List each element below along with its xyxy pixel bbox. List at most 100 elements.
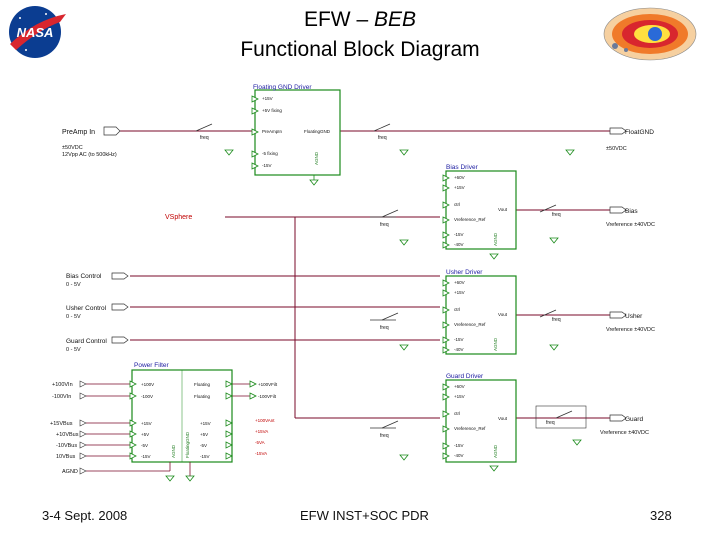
title-italic: BEB [373, 8, 417, 31]
gd-pin-15v: +15V [454, 394, 465, 399]
usher-driver: Usher Driver +60V +15V ctrl Vreference_R… [442, 269, 517, 355]
freq-switches: freq freq freq freq freq freq freq freq [195, 123, 587, 461]
bd-pin-ctrl: ctrl [454, 202, 460, 207]
guard-driver: Guard Driver +60V +15V ctrl Vreference_R… [442, 373, 517, 472]
gd-pin-out: Vout [498, 416, 508, 421]
freq-3: freq [380, 222, 389, 228]
usher-out-label: Usher [625, 313, 643, 320]
bias-driver: Bias Driver +60V +15V ctrl Vreference_Re… [442, 164, 517, 260]
power-filter-title: Power Filter [134, 362, 170, 369]
pf-floating-gnd: FloatingGND [185, 431, 190, 458]
fg-pin-in: PreAmpIn [262, 129, 283, 134]
slide-title-line2: Functional Block Diagram [240, 38, 480, 61]
pf-in-0: +100VIn [52, 382, 73, 388]
pf-mp-1: Floating [194, 394, 211, 399]
pf-out-2: +100VAnt [255, 418, 275, 423]
freq-2: freq [378, 135, 387, 141]
freq-6: freq [552, 212, 561, 218]
bias-out-note: Vreference ±40VDC [606, 222, 655, 228]
preamp-note2: 12Vpp AC (to 500kHz) [62, 152, 117, 158]
guard-driver-title: Guard Driver [446, 373, 484, 380]
guard-control-range: 0 - 5V [66, 347, 81, 353]
bd-pin-m15: -15V [454, 232, 464, 237]
pf-in-1: -100VIn [52, 394, 71, 400]
pf-in-5: 10VBus [56, 454, 76, 460]
pf-mp-2: +15V [200, 421, 211, 426]
pf-mp-4: -5V [200, 443, 207, 448]
bias-control-range: 0 - 5V [66, 282, 81, 288]
floatgnd-out-label: FloatGND [625, 129, 654, 136]
usher-out-note: Vreference ±40VDC [606, 327, 655, 333]
ud-agnd: AGND [493, 337, 498, 351]
preamp-note1: ±50VDC [62, 145, 83, 151]
slide-title-line1: EFW – BEB [140, 8, 580, 32]
pf-in-4: -10VBus [56, 443, 77, 449]
pf-mp-3: +5V [200, 432, 208, 437]
footer-date: 3-4 Sept. 2008 [42, 508, 128, 523]
usher-control-range: 0 - 5V [66, 314, 81, 320]
pf-out-4: -5VA [255, 440, 265, 445]
fg-pin-m5: -5 fixing [262, 151, 278, 156]
fg-pin-out: FloatingGND [304, 129, 331, 134]
gd-pin-60v: +60V [454, 384, 465, 389]
pf-lp-5: -15V [141, 454, 151, 459]
pf-out-5: -15VA [255, 451, 267, 456]
preamp-port-icon [103, 126, 121, 136]
freq-5: freq [380, 433, 389, 439]
bias-out-label: Bias [625, 208, 638, 215]
fg-pin-5v: +5V fixing [262, 108, 282, 113]
gd-pin-ref: Vreference_Ref [454, 426, 486, 431]
floating-gnd-title: Floating GND Driver [253, 84, 312, 91]
bias-driver-title: Bias Driver [446, 164, 479, 171]
pf-mp-5: -15V [200, 454, 210, 459]
control-port-icons [111, 272, 129, 344]
pf-lp-2: +15V [141, 421, 152, 426]
signal-wires [118, 130, 610, 419]
ud-pin-15v: +15V [454, 290, 465, 295]
ud-pin-m40: -40V [454, 347, 464, 352]
gd-pin-ctrl: ctrl [454, 411, 460, 416]
power-filter: Power Filter +100VIn -100VIn +15VBus +10… [50, 362, 278, 482]
bd-agnd: AGND [493, 232, 498, 246]
gd-pin-m15: -15V [454, 443, 464, 448]
freq-4: freq [380, 325, 389, 331]
bd-pin-out: Vout [498, 207, 508, 212]
usher-control-label: Usher Control [66, 305, 107, 312]
freq-8: freq [546, 420, 555, 426]
fg-pin-m15: -15V [262, 163, 272, 168]
pf-in-6: AGND [62, 469, 78, 475]
preamp-in-label: PreAmp In [62, 129, 95, 136]
fg-pin-15v: +15V [262, 96, 273, 101]
bias-control-label: Bias Control [66, 273, 102, 280]
vsphere-label: VSphere [165, 214, 192, 221]
pf-mp-0: Floating [194, 382, 211, 387]
nasa-meatball-logo: NASA [9, 6, 66, 58]
ud-pin-60v: +60V [454, 280, 465, 285]
bd-pin-15v: +15V [454, 185, 465, 190]
pf-in-2: +15VBus [50, 421, 73, 427]
nasa-logo-text: NASA [17, 25, 54, 40]
footer-event: EFW INST+SOC PDR [300, 508, 429, 523]
radiation-belt-emblem [603, 7, 697, 61]
floatgnd-out-note: ±50VDC [606, 146, 627, 152]
guard-out-label: Guard [625, 416, 643, 423]
pf-out-3: +15VA [255, 429, 268, 434]
pf-lp-4: -5V [141, 443, 148, 448]
guard-control-label: Guard Control [66, 338, 107, 345]
ud-pin-m15: -15V [454, 337, 464, 342]
floating-gnd-driver: Floating GND Driver +15V +5V fixing PreA… [251, 84, 341, 186]
ud-pin-ctrl: ctrl [454, 307, 460, 312]
gd-agnd: AGND [493, 444, 498, 458]
guard-out-note: Vreference ±40VDC [600, 430, 649, 436]
fg-agnd: AGND [314, 151, 319, 165]
pf-lp-0: +100V [141, 382, 154, 387]
ud-pin-out: Vout [498, 312, 508, 317]
bd-pin-60v: +60V [454, 175, 465, 180]
title-prefix: EFW – [303, 8, 374, 31]
output-port-icons [609, 127, 627, 422]
pf-out-0: +100VFilt [258, 382, 278, 387]
pf-out-1: -100VFilt [258, 394, 277, 399]
freq-1: freq [200, 135, 209, 141]
pf-lp-1: -100V [141, 394, 153, 399]
freq-7: freq [552, 317, 561, 323]
